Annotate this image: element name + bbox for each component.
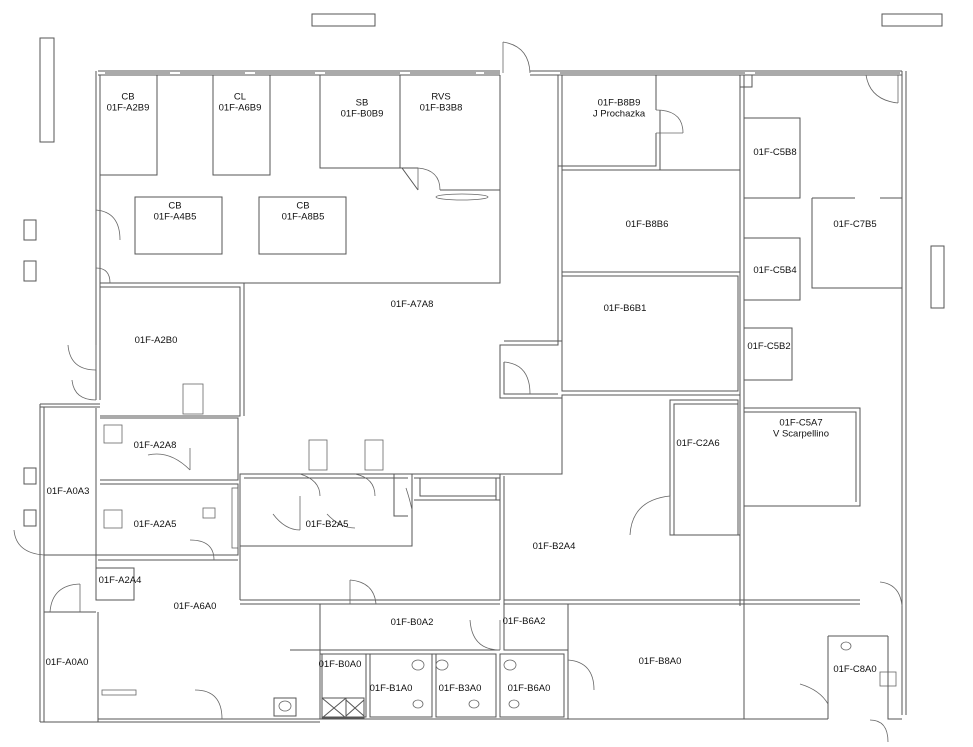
walls	[23, 13, 945, 723]
room-label-b6a2: 01F-B6A2	[503, 616, 546, 627]
room-label-b3a0: 01F-B3A0	[439, 683, 482, 694]
room-label-b3b8-line2: 01F-B3B8	[420, 103, 463, 114]
room-label-c5b4: 01F-C5B4	[753, 265, 796, 276]
room-label-a2a8: 01F-A2A8	[134, 440, 177, 451]
room-label-a8b5-line2: 01F-A8B5	[282, 212, 325, 223]
room-label-b8a0: 01F-B8A0	[639, 656, 682, 667]
room-label-c7b5: 01F-C7B5	[833, 219, 876, 230]
room-label-a2a4: 01F-A2A4	[99, 575, 142, 586]
room-label-b2a4: 01F-B2A4	[533, 541, 576, 552]
room-label-a6a0: 01F-A6A0	[174, 601, 217, 612]
room-label-b0a2: 01F-B0A2	[391, 617, 434, 628]
room-label-b6b1: 01F-B6B1	[604, 303, 647, 314]
room-label-b0a0: 01F-B0A0	[319, 659, 362, 670]
room-label-b8b6: 01F-B8B6	[626, 219, 669, 230]
room-label-b3b8-line1: RVS	[431, 92, 450, 103]
room-label-b8b9-line1: 01F-B8B9	[598, 98, 641, 109]
room-label-a7a8: 01F-A7A8	[391, 299, 434, 310]
room-label-a2b9-line1: CB	[121, 92, 134, 103]
room-label-c5b8: 01F-C5B8	[753, 147, 796, 158]
room-label-a0a3: 01F-A0A3	[47, 486, 90, 497]
room-label-b2a5: 01F-B2A5	[306, 519, 349, 530]
doors	[13, 41, 903, 743]
room-label-a2b0: 01F-A2B0	[135, 335, 178, 346]
room-label-c5a7-line1: 01F-C5A7	[779, 418, 822, 429]
room-label-b6a0: 01F-B6A0	[508, 683, 551, 694]
room-label-c8a0: 01F-C8A0	[833, 664, 876, 675]
room-label-a6b9-line1: CL	[234, 92, 246, 103]
room-label-a6b9-line2: 01F-A6B9	[219, 103, 262, 114]
room-label-c5b2: 01F-C5B2	[747, 341, 790, 352]
room-label-b8b9-line2: J Prochazka	[593, 109, 646, 120]
room-label-a4b5-line2: 01F-A4B5	[154, 212, 197, 223]
room-label-b1a0: 01F-B1A0	[370, 683, 413, 694]
room-label-c2a6: 01F-C2A6	[676, 438, 719, 449]
room-label-b0b9-line1: SB	[356, 98, 369, 109]
room-label-b0b9-line2: 01F-B0B9	[341, 109, 384, 120]
fixtures	[101, 193, 897, 712]
room-label-a4b5-line1: CB	[168, 201, 181, 212]
room-label-a2b9-line2: 01F-A2B9	[107, 103, 150, 114]
room-label-a0a0: 01F-A0A0	[46, 657, 89, 668]
room-label-c5a7-line2: V Scarpellino	[773, 429, 829, 440]
room-label-a8b5-line1: CB	[296, 201, 309, 212]
room-label-a2a5: 01F-A2A5	[134, 519, 177, 530]
